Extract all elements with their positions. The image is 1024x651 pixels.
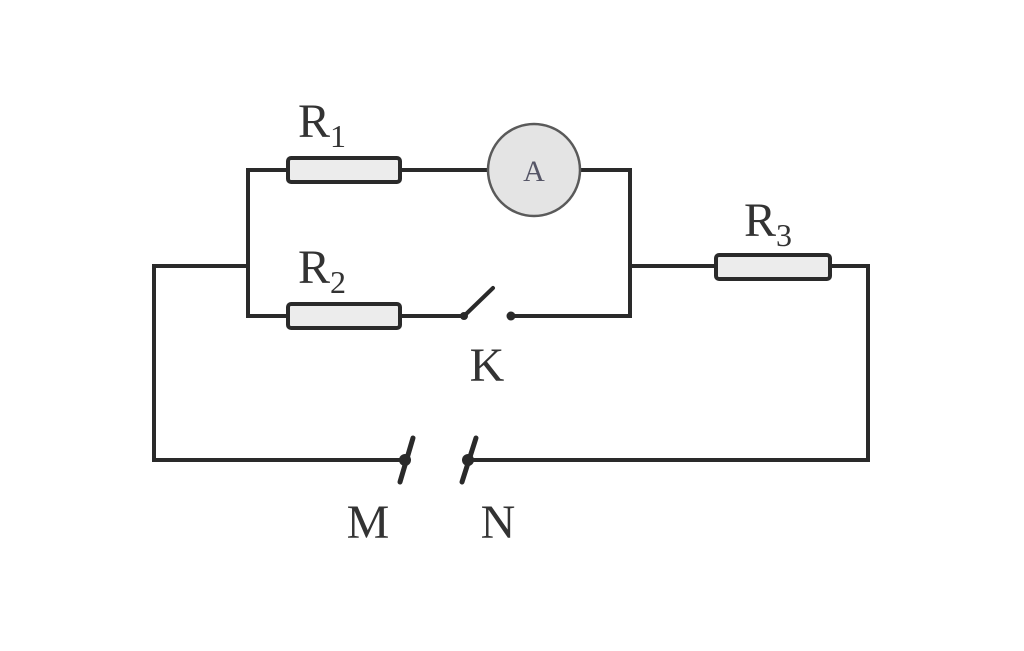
resistor-r1 [286, 156, 402, 184]
label-switch-k: K [470, 339, 505, 392]
label-terminal-n: N [481, 496, 516, 549]
wire-ammeter-to-right [578, 168, 632, 318]
label-r2: R2 [298, 241, 346, 300]
terminal-n [459, 435, 479, 485]
label-r3: R3 [744, 194, 792, 253]
ammeter [486, 122, 582, 218]
resistor-r3 [714, 253, 832, 281]
switch-contact [506, 311, 516, 321]
resistor-r2 [286, 302, 402, 330]
terminal-n-dot [462, 454, 474, 466]
terminal-m [397, 435, 416, 485]
label-terminal-m: M [347, 496, 390, 549]
switch-k [460, 286, 516, 321]
wire-right-loop [464, 264, 870, 462]
switch-blade [462, 286, 495, 318]
ammeter-label: A [523, 155, 545, 188]
wires [152, 168, 870, 462]
label-r1: R1 [298, 95, 346, 154]
wire-left-loop [152, 264, 406, 462]
terminal-m-dot [399, 454, 411, 466]
